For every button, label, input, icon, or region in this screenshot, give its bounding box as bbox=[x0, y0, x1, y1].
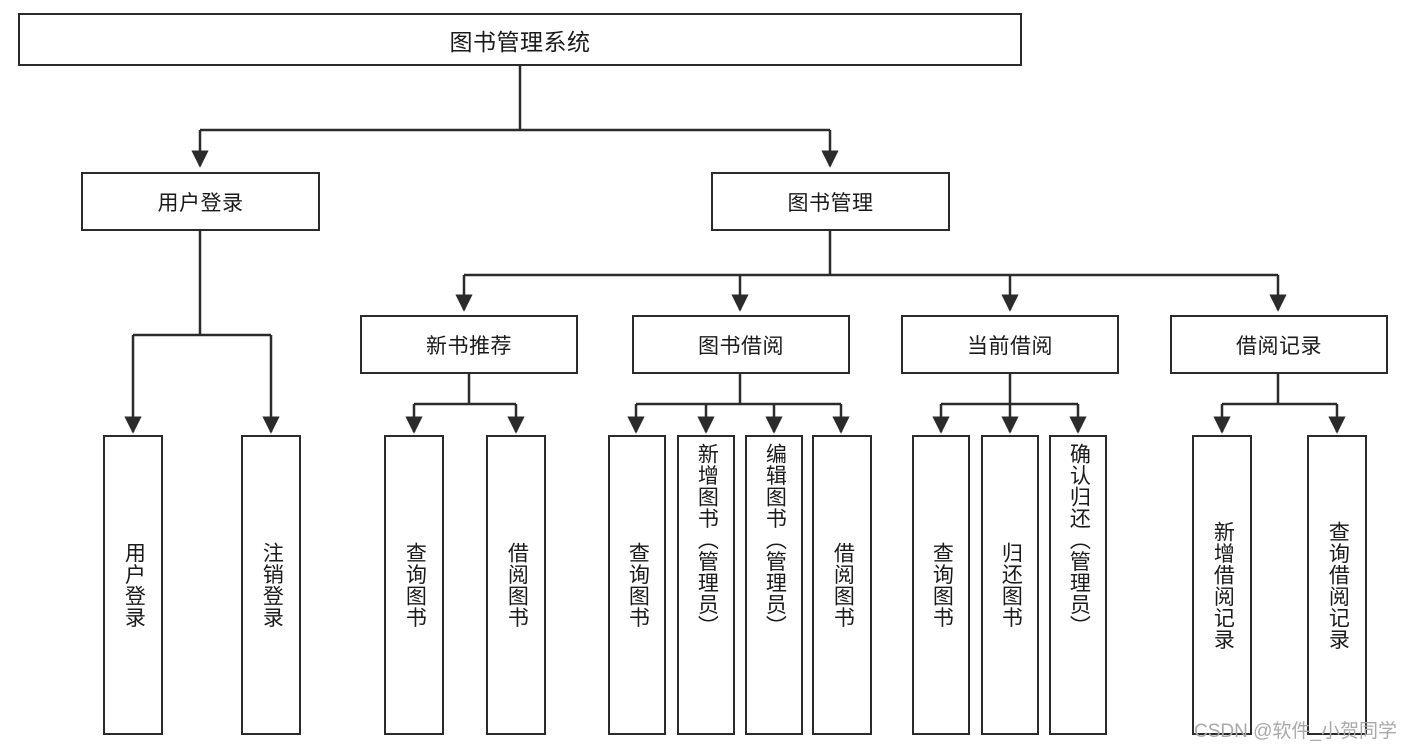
node-leaf-return-book[interactable]: 归还图书 bbox=[981, 435, 1039, 735]
node-leaf-query-book-2[interactable]: 查询图书 bbox=[608, 435, 666, 735]
node-user-login[interactable]: 用户登录 bbox=[81, 172, 320, 231]
node-leaf-edit-book[interactable]: 编辑图书（管理员） bbox=[745, 435, 803, 735]
node-leaf-query-book-3[interactable]: 查询图书 bbox=[912, 435, 970, 735]
node-leaf-return-book-label: 归还图书 bbox=[999, 542, 1023, 628]
node-book-management[interactable]: 图书管理 bbox=[711, 172, 950, 231]
node-book-borrow[interactable]: 图书借阅 bbox=[632, 315, 850, 374]
node-leaf-query-book-1[interactable]: 查询图书 bbox=[384, 435, 444, 735]
node-leaf-add-book[interactable]: 新增图书（管理员） bbox=[677, 435, 735, 735]
node-leaf-borrow-book-2-label: 借阅图书 bbox=[831, 542, 855, 628]
node-borrow-record[interactable]: 借阅记录 bbox=[1170, 315, 1388, 374]
node-borrow-record-label: 借阅记录 bbox=[1236, 334, 1322, 358]
node-root-label: 图书管理系统 bbox=[449, 28, 591, 55]
node-leaf-query-record-label: 查询借阅记录 bbox=[1326, 520, 1350, 650]
node-leaf-user-login[interactable]: 用户登录 bbox=[103, 435, 163, 735]
node-new-book-recommend-label: 新书推荐 bbox=[426, 334, 512, 358]
node-leaf-add-book-label: 新增图书（管理员） bbox=[695, 443, 719, 637]
node-leaf-user-logout[interactable]: 注销登录 bbox=[241, 435, 301, 735]
node-book-management-label: 图书管理 bbox=[787, 191, 874, 215]
node-leaf-borrow-book-1-label: 借阅图书 bbox=[505, 542, 529, 628]
node-leaf-add-record-label: 新增借阅记录 bbox=[1211, 520, 1235, 650]
node-leaf-query-book-3-label: 查询图书 bbox=[930, 542, 954, 628]
node-user-login-label: 用户登录 bbox=[157, 191, 244, 215]
node-new-book-recommend[interactable]: 新书推荐 bbox=[360, 315, 578, 374]
node-leaf-query-record[interactable]: 查询借阅记录 bbox=[1307, 435, 1367, 735]
node-leaf-user-logout-label: 注销登录 bbox=[260, 542, 284, 628]
node-leaf-edit-book-label: 编辑图书（管理员） bbox=[763, 443, 787, 637]
node-root[interactable]: 图书管理系统 bbox=[18, 13, 1022, 66]
node-leaf-query-book-2-label: 查询图书 bbox=[626, 542, 650, 628]
node-leaf-confirm-return[interactable]: 确认归还（管理员） bbox=[1049, 435, 1107, 735]
node-leaf-borrow-book-2[interactable]: 借阅图书 bbox=[812, 435, 872, 735]
node-leaf-query-book-1-label: 查询图书 bbox=[403, 542, 427, 628]
node-current-borrow[interactable]: 当前借阅 bbox=[901, 315, 1119, 374]
watermark-text: CSDN @软件_小贺同学 bbox=[1194, 721, 1397, 742]
node-book-borrow-label: 图书借阅 bbox=[698, 334, 784, 358]
node-leaf-user-login-label: 用户登录 bbox=[122, 542, 146, 628]
node-leaf-borrow-book-1[interactable]: 借阅图书 bbox=[486, 435, 546, 735]
node-leaf-confirm-return-label: 确认归还（管理员） bbox=[1067, 443, 1091, 637]
node-leaf-add-record[interactable]: 新增借阅记录 bbox=[1192, 435, 1252, 735]
node-current-borrow-label: 当前借阅 bbox=[967, 334, 1053, 358]
